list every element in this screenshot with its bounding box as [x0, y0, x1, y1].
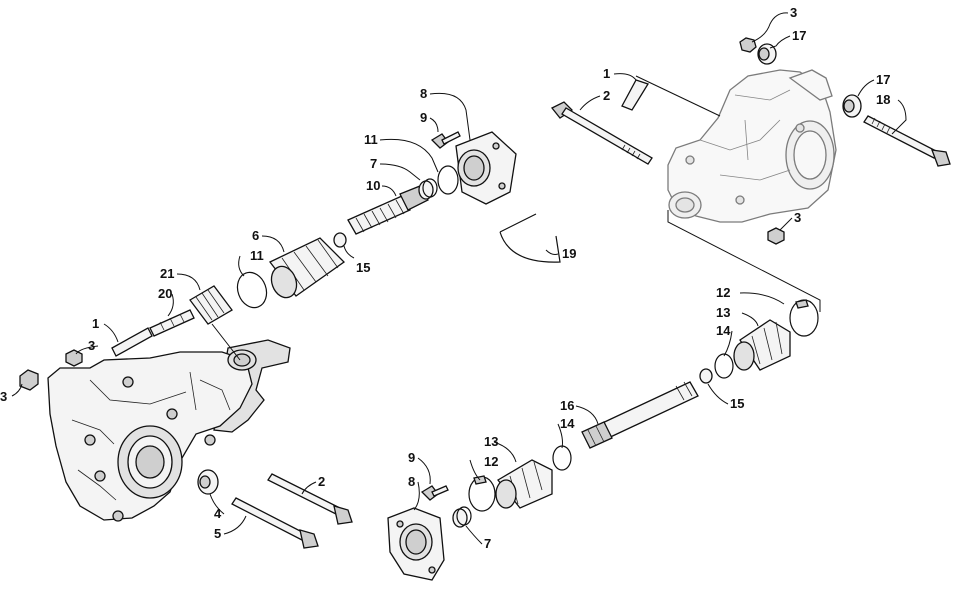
clamp-7-bottom [452, 506, 472, 528]
vent-hose-1-top [621, 79, 649, 111]
bolt-2-top [550, 101, 653, 165]
assembly-lines [211, 75, 821, 361]
bolt-9-bottom [420, 485, 449, 501]
ring-15-top [333, 232, 347, 248]
boot-6 [268, 237, 346, 299]
callout-15-top: 15 [356, 260, 370, 275]
shaft-16 [581, 381, 699, 449]
callout-16: 16 [560, 398, 574, 413]
callout-5: 5 [214, 526, 221, 541]
callout-13-right: 13 [716, 305, 730, 320]
callout-3-left: 3 [0, 389, 7, 404]
callout-2-bottom: 2 [318, 474, 325, 489]
callout-15-right: 15 [730, 396, 744, 411]
callout-labels: 3 17 1 2 17 18 3 8 9 11 7 10 6 11 15 19 … [0, 5, 890, 551]
callout-10: 10 [366, 178, 380, 193]
callout-7-bottom: 7 [484, 536, 491, 551]
clamp-7-top [418, 178, 438, 200]
callout-11-left: 11 [250, 248, 264, 263]
callout-14-bottom: 14 [560, 416, 575, 431]
rear-gearcase [667, 69, 837, 223]
bolt-2-bottom [267, 473, 353, 525]
vent-fitting-20 [149, 309, 195, 337]
bolt-18 [863, 115, 951, 167]
callout-11-top: 11 [364, 132, 378, 147]
callout-3-upper-left: 3 [88, 338, 95, 353]
callout-19: 19 [562, 246, 576, 261]
callout-20: 20 [158, 286, 172, 301]
callout-21: 21 [160, 266, 174, 281]
callout-17-top: 17 [792, 28, 806, 43]
callout-13-bottom: 13 [484, 434, 498, 449]
callout-14-right: 14 [716, 323, 731, 338]
callout-leaders [11, 12, 907, 545]
nut-3-top [739, 37, 757, 53]
shaft-10 [347, 185, 429, 235]
front-gearcase [47, 339, 291, 522]
callout-6: 6 [252, 228, 259, 243]
o-ring-11-top [437, 165, 459, 195]
callout-2-top: 2 [603, 88, 610, 103]
nut-3-left [19, 369, 39, 391]
bushing-17-right [842, 94, 862, 118]
boot-13-bottom [495, 459, 553, 509]
clip-19 [499, 213, 561, 263]
callout-3-top: 3 [790, 5, 797, 20]
clamp-14-bottom [552, 445, 572, 471]
flange-8-bottom [387, 507, 445, 581]
callout-8-top: 8 [420, 86, 427, 101]
bushing-4 [197, 469, 219, 495]
callout-7-top: 7 [370, 156, 377, 171]
nut-3-right [767, 227, 785, 245]
callout-12-bottom: 12 [484, 454, 498, 469]
callout-4: 4 [214, 506, 222, 521]
boot-21 [189, 285, 233, 325]
callout-17-right: 17 [876, 72, 890, 87]
callout-3-right: 3 [794, 210, 801, 225]
nut-3-upper-left [65, 349, 83, 367]
bolt-5 [231, 497, 319, 549]
bushing-17-top [757, 43, 777, 65]
callout-9-top: 9 [420, 110, 427, 125]
bolt-9-top [430, 131, 461, 149]
clamp-12-bottom [468, 475, 496, 512]
clamp-14-right [714, 353, 734, 379]
ring-15-right [699, 368, 713, 384]
clamp-12-right [789, 299, 819, 337]
o-ring-11-left [236, 271, 268, 309]
vent-hose-1-left [111, 327, 153, 357]
flange-8-top [455, 131, 517, 205]
boot-13-right [733, 319, 791, 371]
callout-1-top: 1 [603, 66, 610, 81]
callout-1-left: 1 [92, 316, 99, 331]
callout-9-bottom: 9 [408, 450, 415, 465]
callout-12-right: 12 [716, 285, 730, 300]
callout-8-bottom: 8 [408, 474, 415, 489]
callout-18: 18 [876, 92, 890, 107]
